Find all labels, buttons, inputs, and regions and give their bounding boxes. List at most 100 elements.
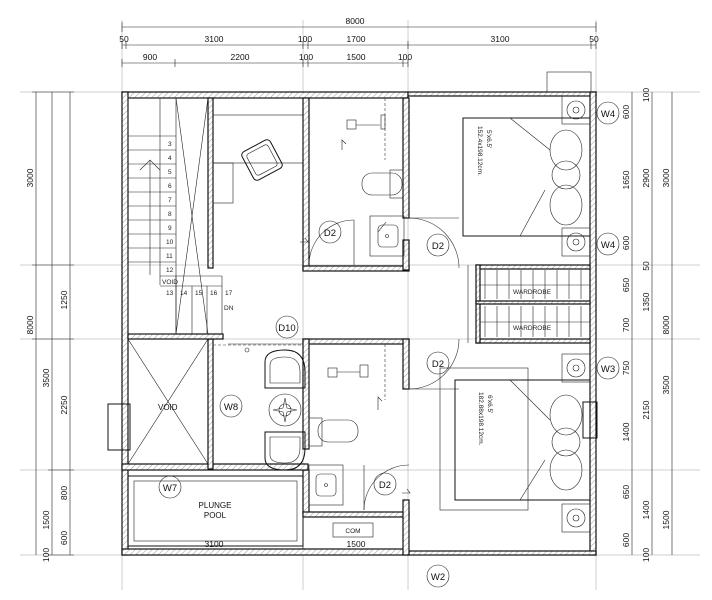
dim-right-8: 650 [621, 278, 631, 292]
wardrobes: WARDROBE WARDROBE [480, 270, 590, 337]
svg-text:D2: D2 [432, 241, 444, 252]
tag-w4-bottom: W4 [596, 232, 620, 256]
vanity-sink-icon-2 [308, 464, 344, 506]
dim-left-3: 3500 [41, 368, 51, 387]
dim-bottom-1: 3100 [205, 539, 224, 549]
dim-top-4: 1700 [347, 34, 366, 44]
dim-right-9: 1350 [641, 292, 651, 311]
dim-right-6: 600 [621, 236, 631, 250]
dim-top-6: 50 [589, 34, 599, 44]
bed-1: 5'x6.5' 152.4x198.12cm. [462, 71, 592, 257]
svg-text:W3: W3 [601, 364, 615, 375]
dim-right-5: 3000 [661, 168, 671, 187]
bed-2: 6'x6.5' 182.88x198.12cm. [439, 353, 598, 533]
stair-num-11: 11 [166, 253, 173, 260]
void-label: VOID [158, 403, 178, 412]
dim-right-16: 650 [621, 485, 631, 499]
tag-w7: W7 [158, 475, 182, 499]
dim-left-1: 3000 [25, 168, 35, 187]
lounge [213, 343, 306, 471]
window-unit-icon [107, 403, 131, 451]
tag-w8: W8 [219, 394, 243, 418]
dim-right-13: 3500 [661, 375, 671, 394]
wardrobe-label-1: WARDROBE [513, 289, 552, 296]
tag-d2-bath-bottom: D2 [373, 472, 397, 496]
tags: D2 D2 D2 D2 D10 W8 W7 W4 [158, 101, 620, 588]
dim-right-3: 1650 [621, 170, 631, 189]
dim-right-20: 100 [641, 548, 651, 562]
tag-w4-top: W4 [596, 101, 620, 125]
void-top-label: VOID [162, 279, 178, 286]
rug-icon [439, 367, 529, 511]
svg-text:W8: W8 [224, 402, 238, 413]
dim-left-4: 1250 [59, 290, 69, 309]
ac-unit-icon [546, 71, 592, 93]
dim-total-width: 8000 [346, 16, 365, 26]
wardrobe-label-2: WARDROBE [513, 325, 552, 332]
stair-landing-13: 13 [166, 290, 174, 297]
dim-right-12: 750 [621, 361, 631, 375]
stair-landing-15: 15 [195, 290, 203, 297]
top-dimensions: 8000 50 3100 100 1700 3100 50 900 2200 1… [119, 16, 599, 67]
dim-top-3: 100 [298, 34, 312, 44]
dim-left-8: 600 [59, 531, 69, 545]
toilet-icon-2 [317, 419, 359, 443]
bathroom-bottom [308, 344, 411, 511]
armchair-icon-2 [264, 349, 306, 389]
stair-num-10: 10 [166, 239, 174, 246]
nightstand-lamp-icon [561, 95, 591, 257]
armchair-icon-3 [264, 431, 306, 471]
study-desk [212, 114, 304, 204]
tag-d2-bath-top: D2 [318, 220, 342, 244]
svg-text:D2: D2 [432, 359, 444, 370]
dim-top-1: 50 [119, 34, 129, 44]
tag-d2-hall-bottom: D2 [426, 351, 450, 375]
staircase: 3 4 5 6 7 8 9 10 11 12 13 14 15 16 17 VO… [127, 97, 234, 335]
dim-row2-4: 1500 [347, 52, 366, 62]
stair-num-4: 4 [168, 155, 172, 162]
stair-num-7: 7 [168, 197, 172, 204]
svg-text:D2: D2 [324, 228, 336, 239]
bed-1-size-cm: 152.4x198.12cm. [476, 126, 483, 176]
dim-right-2: 100 [641, 88, 651, 102]
dim-row2-3: 100 [299, 52, 313, 62]
com-label: COM [345, 528, 360, 535]
stair-num-6: 6 [168, 183, 172, 190]
svg-text:W2: W2 [431, 572, 445, 583]
dim-right-19: 600 [621, 533, 631, 547]
com-area: COM [332, 522, 374, 538]
nightstand-lamp-icon-2 [561, 353, 591, 533]
dim-right-1: 600 [621, 105, 631, 119]
bed-1-size: 5'x6.5' [485, 130, 492, 148]
dim-left-2: 8000 [25, 315, 35, 334]
king-bed-icon [454, 379, 591, 501]
dim-right-18: 1500 [661, 510, 671, 529]
toilet-icon [361, 172, 403, 196]
walls [121, 91, 597, 556]
stair-num-12: 12 [166, 267, 174, 274]
plunge-pool-label-1: PLUNGE [199, 501, 232, 510]
stair-landing-16: 16 [210, 290, 218, 297]
dim-left-6: 800 [59, 486, 69, 500]
dim-right-4: 2900 [641, 168, 651, 187]
svg-text:D2: D2 [379, 480, 391, 491]
plunge-pool: PLUNGE POOL [127, 475, 304, 547]
hall-doors [408, 217, 469, 390]
stair-num-5: 5 [168, 169, 172, 176]
dim-row2-2: 2200 [231, 52, 250, 62]
dim-row2-1: 900 [143, 52, 157, 62]
stair-num-3: 3 [168, 141, 172, 148]
void-area: VOID [107, 338, 209, 465]
dim-right-7: 50 [641, 261, 651, 271]
stair-down-label: DN [224, 305, 234, 312]
stair-landing-14: 14 [180, 290, 188, 297]
dim-right-14: 2150 [641, 400, 651, 419]
dim-right-10: 700 [621, 318, 631, 332]
svg-text:W4: W4 [601, 240, 615, 251]
stair-landing-17: 17 [225, 290, 233, 297]
stair-num-9: 9 [168, 225, 172, 232]
dim-top-5: 3100 [491, 34, 510, 44]
bed-2-size-cm: 182.88x198.12cm. [477, 392, 484, 446]
right-dimensions: 600 100 1650 2900 3000 600 50 650 1350 7… [621, 88, 673, 562]
svg-text:W4: W4 [601, 109, 615, 120]
